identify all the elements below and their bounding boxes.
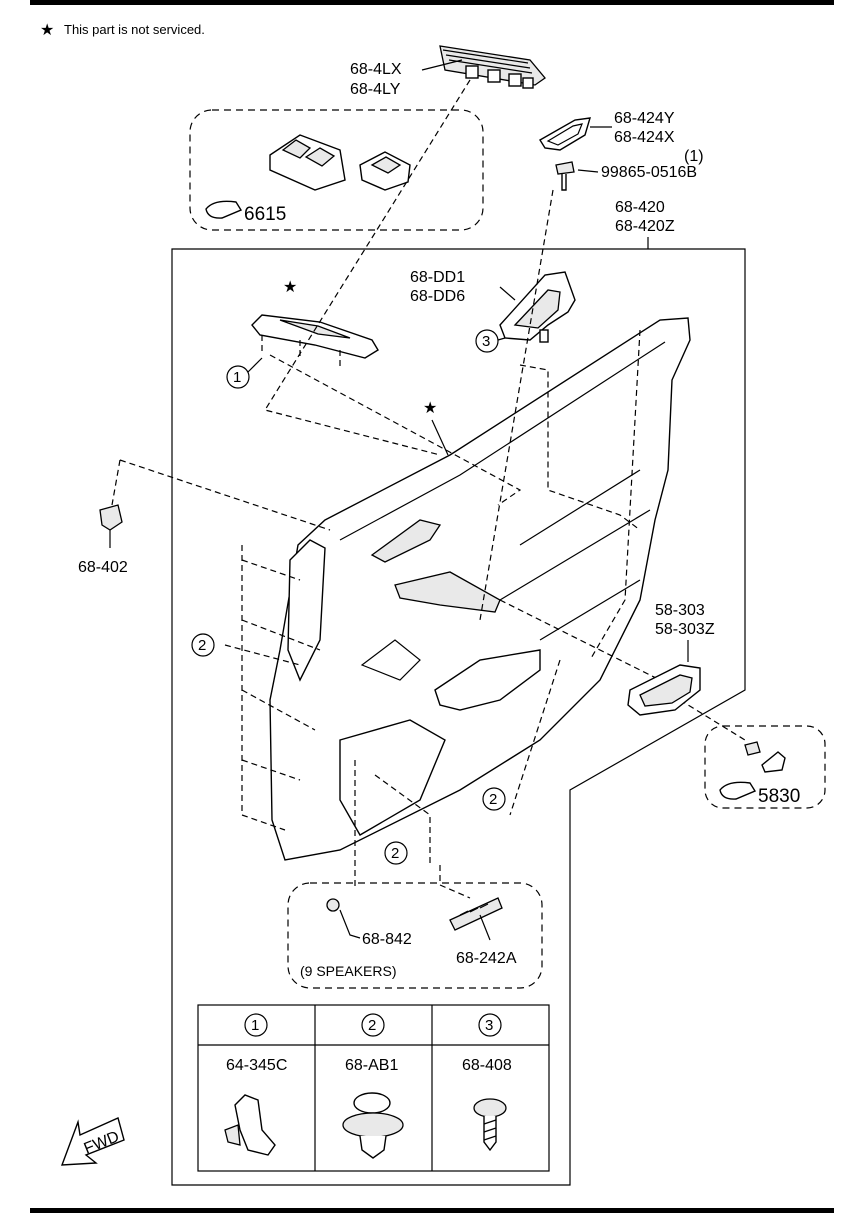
table-header-2 (361, 1013, 385, 1037)
speaker-bracket (449, 897, 503, 931)
table-header-1-label: 1 (251, 1017, 259, 1034)
screw-99865 (555, 161, 575, 191)
table-part-68-408: 68-408 (462, 1057, 512, 1074)
label-68-4ly: 68-4LY (350, 81, 401, 98)
clip-64-345c-drawing (224, 1094, 276, 1156)
label-68-424y: 68-424Y (614, 110, 675, 127)
label-68-842: 68-842 (362, 931, 412, 948)
label-68-242a: 68-242A (456, 950, 517, 967)
table-header-2-label: 2 (368, 1017, 376, 1034)
speaker-group (287, 882, 543, 989)
table-part-64-345c: 64-345C (226, 1057, 287, 1074)
label-68-dd1: 68-DD1 (410, 269, 465, 286)
label-68-4lx: 68-4LX (350, 61, 402, 78)
reference-arrow-icon (205, 200, 243, 219)
push-clip-68-ab1-drawing (342, 1092, 404, 1159)
speaker-note: (9 SPEAKERS) (300, 963, 396, 979)
door-trim-frame (171, 248, 746, 1186)
speaker-grommet (326, 898, 340, 912)
callout-2-left-label: 2 (198, 637, 206, 654)
clip-68-402 (99, 504, 123, 548)
inner-handle-bracket (499, 271, 576, 343)
fwd-arrow-icon (60, 1117, 125, 1166)
label-68-420: 68-420 (615, 199, 665, 216)
star-icon: ★ (40, 22, 54, 39)
ref-6615: 6615 (244, 204, 286, 225)
armrest-switch-bezel (251, 314, 379, 370)
reference-arrow-icon (719, 781, 757, 800)
star-icon: ★ (283, 279, 297, 296)
window-switch-set (269, 134, 411, 191)
callout-3-top-label: 3 (482, 333, 490, 350)
table-header-1 (244, 1013, 268, 1037)
callout-3-top (475, 329, 499, 353)
star-icon: ★ (423, 400, 437, 417)
top-border (30, 0, 834, 5)
callout-2-right-label: 2 (489, 791, 497, 808)
callout-2-right (482, 787, 506, 811)
label-99865-0516b: 99865-0516B (601, 164, 697, 181)
bottom-border (30, 1208, 834, 1213)
callout-1 (226, 365, 250, 389)
handle-screw-group (704, 725, 826, 809)
callout-1-label: 1 (233, 369, 241, 386)
fastener-table (197, 1004, 550, 1172)
switch-assy-group (189, 109, 484, 231)
trim-garnish (539, 117, 591, 151)
label-58-303z: 58-303Z (655, 621, 715, 638)
table-part-68-ab1: 68-AB1 (345, 1057, 398, 1074)
callout-2-left (191, 633, 215, 657)
label-68-420z: 68-420Z (615, 218, 675, 235)
leader-lines (111, 79, 746, 899)
label-58-303: 58-303 (655, 602, 705, 619)
callout-2-bottom-label: 2 (391, 845, 399, 862)
callout-2-bottom (384, 841, 408, 865)
label-68-dd6: 68-DD6 (410, 288, 465, 305)
not-serviced-note: This part is not serviced. (64, 22, 205, 37)
label-68-424x: 68-424X (614, 129, 675, 146)
screw-68-408-drawing (473, 1098, 507, 1152)
table-header-3-label: 3 (485, 1017, 493, 1034)
power-window-switch-panel (439, 45, 546, 89)
inner-door-handle (627, 664, 701, 716)
label-68-402: 68-402 (78, 559, 128, 576)
qty-1: (1) (684, 148, 704, 165)
door-trim-panel (269, 317, 691, 861)
handle-screw-and-cover (744, 741, 786, 773)
table-header-3 (478, 1013, 502, 1037)
ref-5830: 5830 (758, 786, 800, 807)
